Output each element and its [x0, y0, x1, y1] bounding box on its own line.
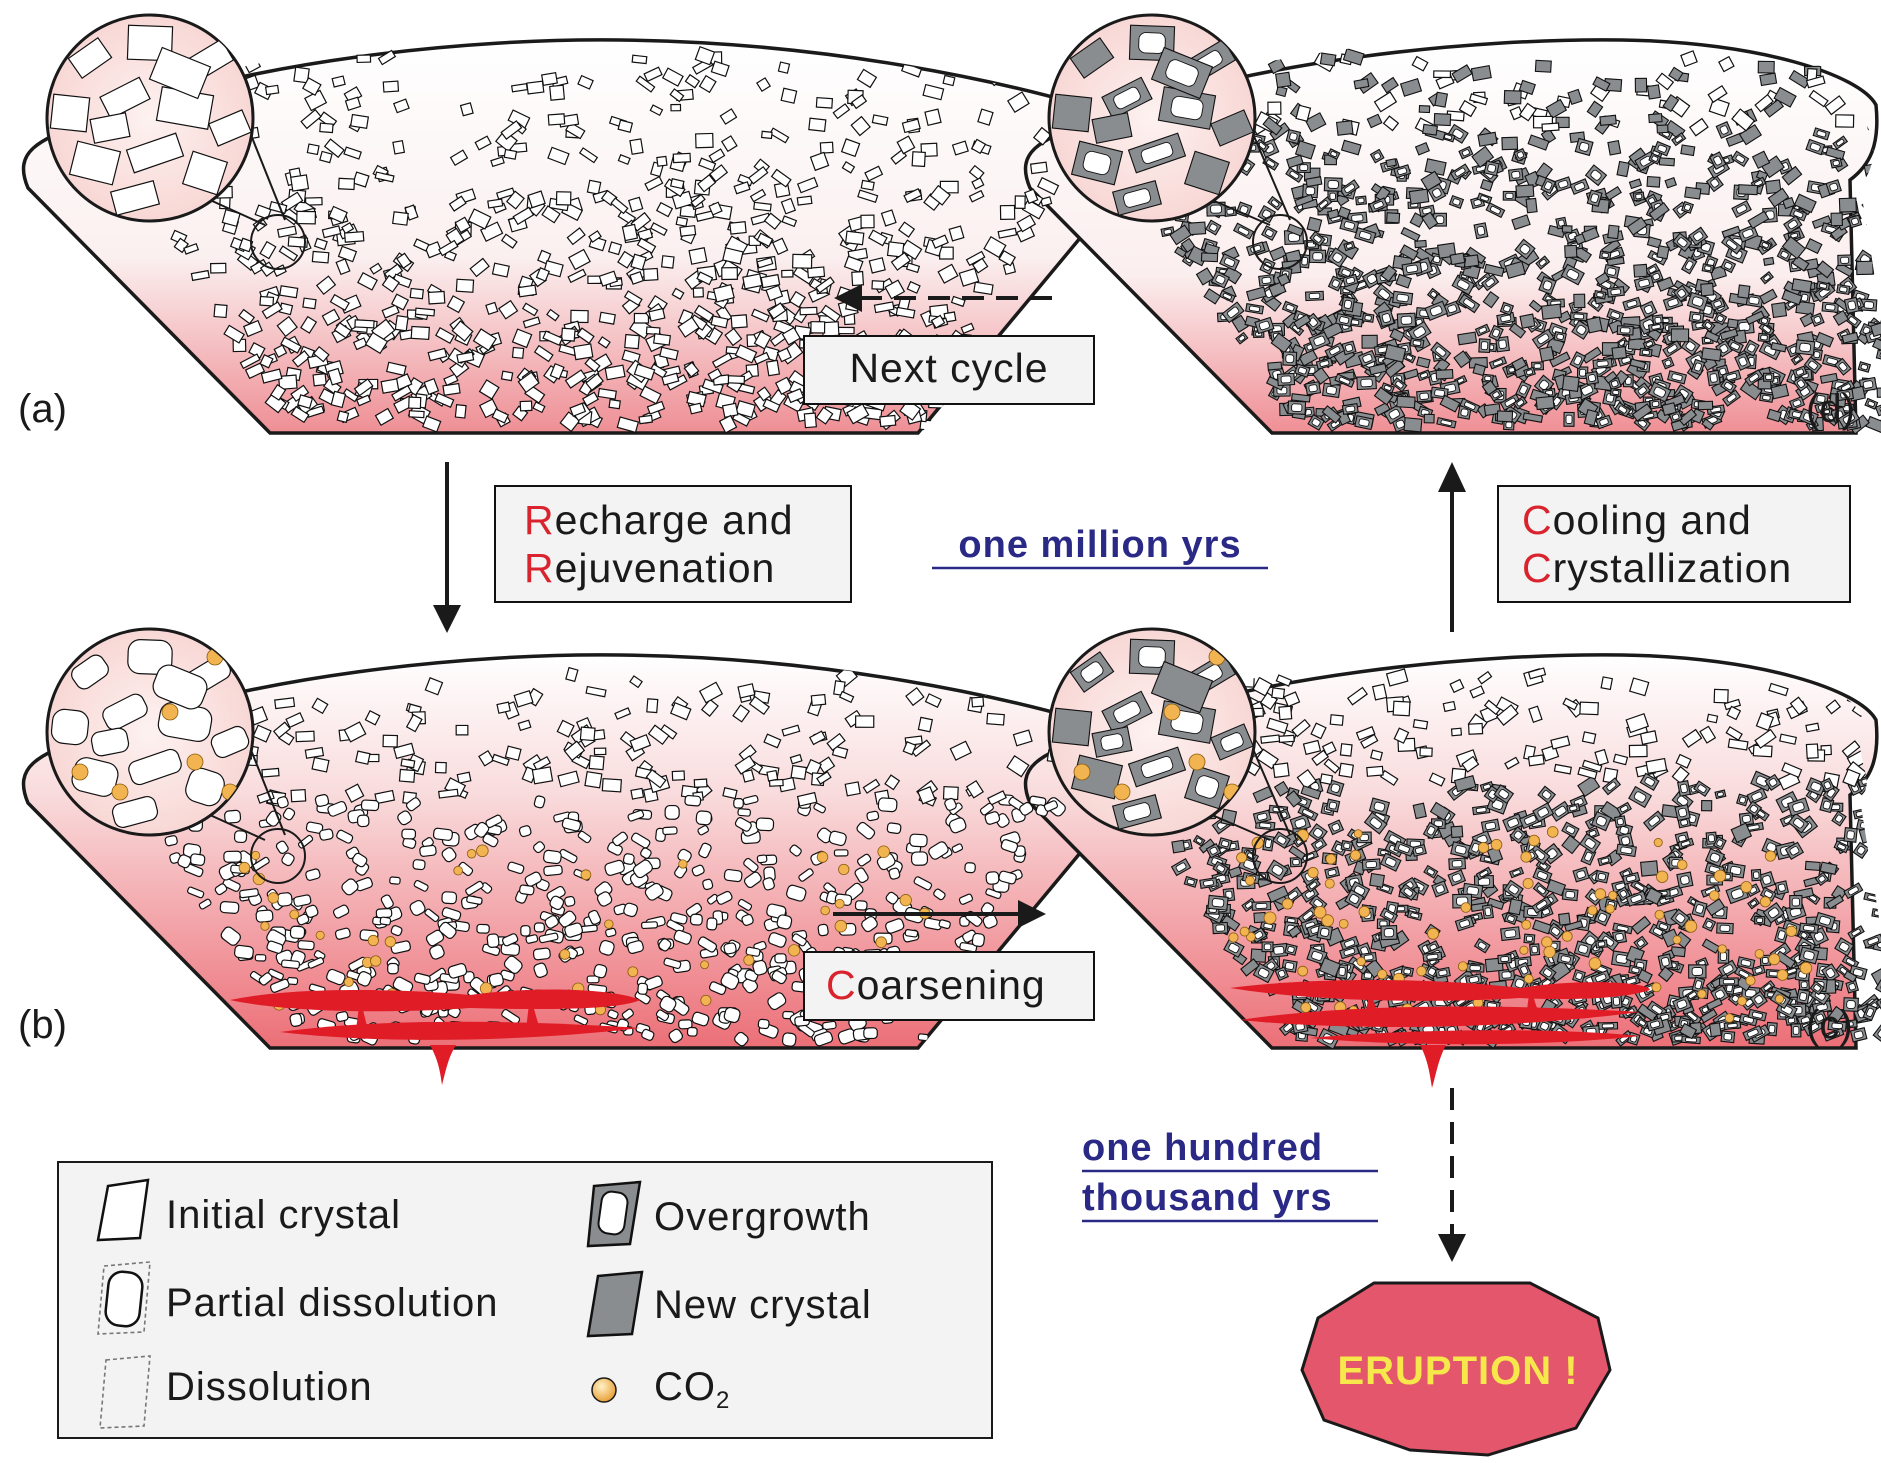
coarsening-text: oarsening	[857, 962, 1046, 1008]
panel-label-b: (b)	[18, 1003, 67, 1047]
cooling-text-2: rystallization	[1553, 545, 1793, 591]
eruption-text: ERUPTION !	[1337, 1349, 1578, 1393]
legend-initial-crystal-label: Initial crystal	[166, 1193, 401, 1237]
panel-label-a: (a)	[18, 387, 67, 431]
arrow-a-to-b	[433, 462, 461, 633]
panel-label-d: (d)	[1806, 387, 1855, 431]
eruption-badge: ERUPTION !	[1300, 1281, 1612, 1457]
recharge-initial-1: R	[524, 497, 555, 543]
next-cycle-text: Next cycle	[849, 345, 1048, 391]
cooling-initial-1: C	[1522, 497, 1553, 543]
legend-new-crystal-label: New crystal	[654, 1283, 872, 1327]
panel-label-c: (c)	[1806, 1003, 1853, 1047]
zoom-lens-a-content	[49, 24, 253, 217]
recharge-initial-2: R	[524, 545, 555, 591]
legend-dissolution-icon	[99, 1355, 151, 1429]
legend-co2-label: CO	[654, 1365, 716, 1409]
melt-sills-c	[1230, 980, 1650, 1088]
zoom-lens-d-content	[1051, 24, 1254, 216]
coarsening-initial: C	[826, 962, 857, 1008]
stage-box-recharge: Recharge and Rejuvenation	[494, 485, 852, 603]
arrow-d-to-a-dashed	[834, 284, 1052, 312]
crystals-panel-c	[1072, 663, 1881, 1048]
legend-co2-subscript: 2	[716, 1387, 730, 1414]
arrow-b-to-c	[833, 900, 1046, 928]
legend-dissolution-label: Dissolution	[166, 1365, 373, 1409]
timescale-million-text: one million yrs	[958, 524, 1241, 566]
legend-overgrowth-label: Overgrowth	[654, 1195, 871, 1239]
stage-box-cooling: Cooling and Crystallization	[1497, 485, 1851, 603]
timescale-hundred-thousand: one hundred thousand yrs	[1082, 1127, 1378, 1223]
legend-initial-crystal-icon	[96, 1178, 150, 1242]
cooling-initial-2: C	[1522, 545, 1553, 591]
timescale-hundred-thousand-line2: thousand yrs	[1082, 1177, 1333, 1219]
legend-co2-icon	[591, 1377, 617, 1403]
recharge-text-2: ejuvenation	[555, 545, 776, 591]
legend-partial-dissolution-label: Partial dissolution	[166, 1281, 499, 1325]
cooling-text-1: ooling and	[1553, 497, 1752, 543]
recharge-text-1: echarge and	[555, 497, 794, 543]
zoom-lens-b-content	[50, 639, 250, 828]
zoom-lens-c-content	[1051, 638, 1254, 830]
timescale-million: one million yrs	[932, 524, 1268, 570]
legend-new-crystal-icon	[586, 1270, 644, 1338]
legend-partial-dissolution-icon	[97, 1261, 151, 1335]
legend: Initial crystal Partial dissolution Diss…	[57, 1161, 993, 1439]
arrow-c-to-eruption-dashed	[1438, 1088, 1466, 1262]
stage-box-coarsening: Coarsening	[803, 951, 1095, 1021]
arrow-c-to-d	[1438, 462, 1466, 632]
melt-sills-b	[230, 989, 640, 1085]
stage-box-next-cycle: Next cycle	[803, 335, 1095, 405]
timescale-hundred-thousand-line1: one hundred	[1082, 1127, 1323, 1169]
